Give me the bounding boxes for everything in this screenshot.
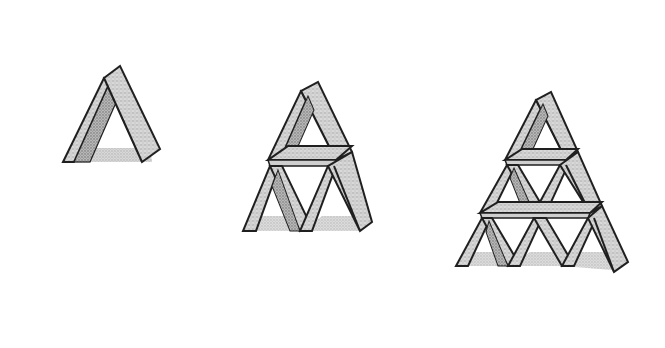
card-house-3-levels (456, 92, 628, 272)
card-house-1-level (63, 66, 160, 162)
card-platform-middle (480, 202, 602, 213)
card-house-2-levels (243, 82, 372, 231)
card-right (104, 66, 160, 162)
